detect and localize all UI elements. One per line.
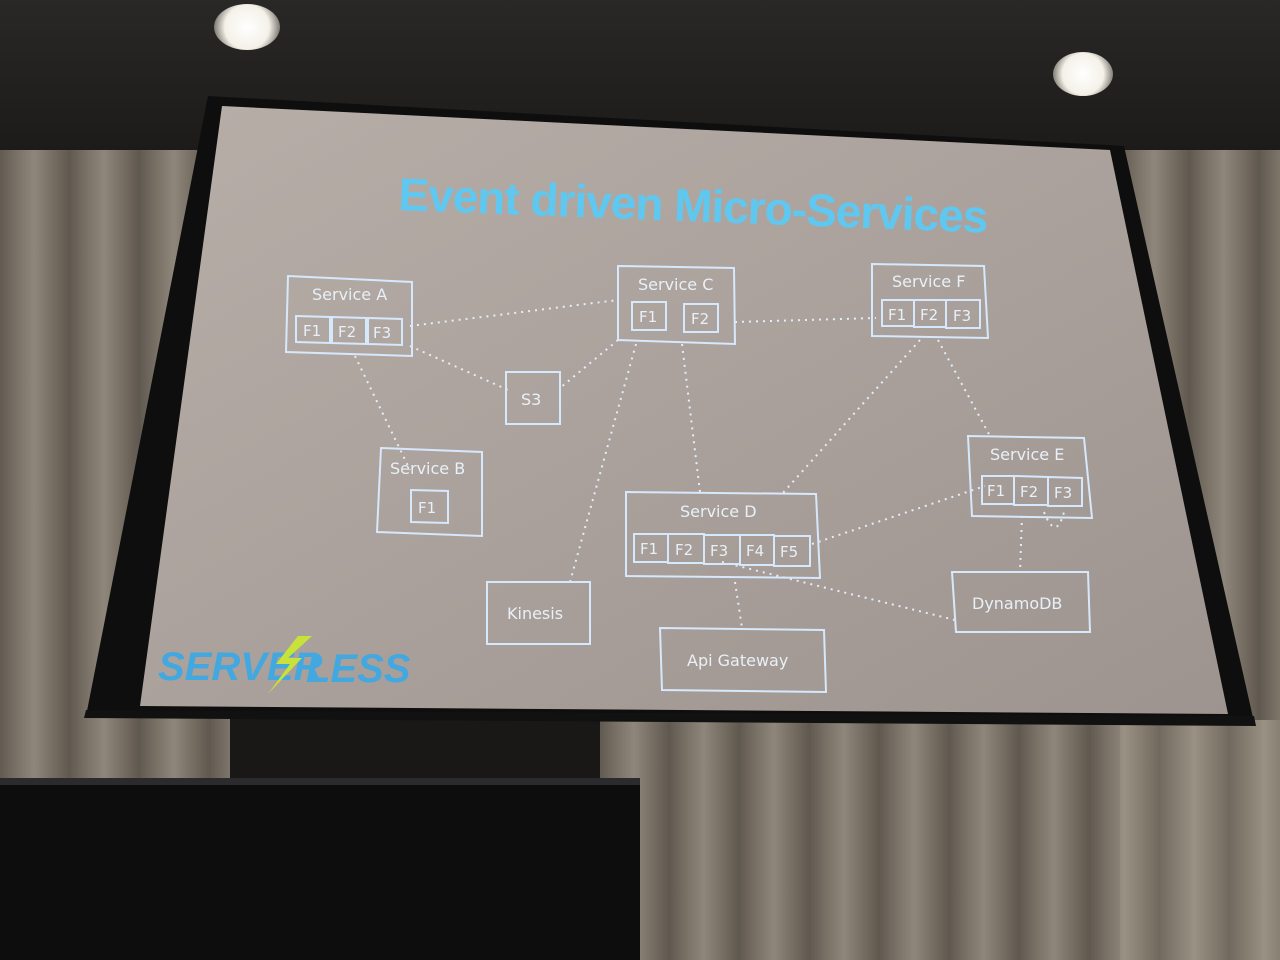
ceiling-light-left: [214, 4, 280, 50]
edge-c-f: [734, 317, 877, 323]
service-f-f2-label: F2: [920, 306, 938, 324]
service-e-f3-label: F3: [1054, 484, 1072, 502]
service-c-f1-label: F1: [639, 308, 657, 326]
edge-d-e: [811, 485, 986, 545]
podium: [0, 785, 640, 960]
service-c-f2-label: F2: [691, 310, 709, 328]
service-d-f5-box: [773, 535, 811, 567]
kinesis-label: Kinesis: [507, 604, 563, 623]
screen-bottom-bar: [84, 710, 1256, 726]
connections: [354, 299, 1065, 629]
service-d-label: Service D: [680, 502, 757, 521]
slide-surface: [140, 106, 1228, 714]
service-e-f3-box: [1047, 475, 1083, 507]
edge-d-dynamodb: [721, 561, 956, 621]
dynamodb-box: [950, 571, 1092, 633]
service-d-f1-label: F1: [640, 540, 658, 558]
service-b-label: Service B: [390, 459, 465, 478]
service-f-f1-label: F1: [888, 306, 906, 324]
dynamodb-label: DynamoDB: [972, 594, 1062, 613]
service-a-f2-box: [331, 315, 367, 346]
service-f-f3-label: F3: [953, 307, 971, 325]
service-a-f3-box: [367, 316, 403, 347]
service-c-box: [617, 264, 737, 346]
service-e-f2-label: F2: [1020, 483, 1038, 501]
service-b-box: [375, 446, 483, 538]
podium-top: [0, 778, 640, 788]
edge-a-b: [354, 355, 411, 471]
logo-text-left: SERVER: [158, 645, 323, 689]
s3-box: [505, 371, 561, 425]
curtain-bottom: [600, 720, 1280, 960]
service-a-f1-box: [295, 314, 331, 345]
service-f-f3-box: [945, 299, 981, 329]
kinesis-box: [486, 581, 591, 645]
service-a-f2-label: F2: [338, 323, 356, 341]
service-c-f1-box: [631, 301, 667, 331]
service-a-f1-label: F1: [303, 322, 321, 340]
node-boxes: [284, 262, 1094, 694]
service-c-label: Service C: [638, 275, 713, 294]
service-a-box: [284, 274, 413, 358]
service-f-label: Service F: [892, 272, 965, 291]
service-a-f3-label: F3: [373, 324, 391, 342]
lightning-bolt-icon: [268, 636, 312, 694]
service-d-box: [625, 490, 822, 580]
service-d-f2-label: F2: [675, 541, 693, 559]
edge-d-apigateway: [734, 581, 743, 629]
service-e-box: [966, 434, 1094, 520]
service-d-f4-label: F4: [746, 542, 764, 560]
service-b-f1-label: F1: [418, 499, 436, 517]
service-b-f1-box: [410, 488, 449, 525]
api-gateway-label: Api Gateway: [687, 651, 788, 670]
edge-e-dynamodb: [1019, 515, 1023, 573]
service-d-f5-label: F5: [780, 543, 798, 561]
service-a-label: Service A: [312, 285, 387, 304]
service-e-f1-label: F1: [987, 482, 1005, 500]
service-d-f3-label: F3: [710, 542, 728, 560]
s3-label: S3: [521, 390, 541, 409]
service-f-box: [871, 262, 990, 340]
ceiling-light-right: [1053, 52, 1113, 96]
service-e-label: Service E: [990, 445, 1064, 464]
service-c-f2-box: [683, 303, 719, 333]
node-labels: Service A F1 F2 F3 Service B F1 Service …: [303, 272, 1072, 670]
api-gateway-box: [658, 626, 828, 694]
logo-text-right: LESS: [306, 647, 411, 691]
serverless-logo: SERVER LESS: [158, 636, 411, 694]
